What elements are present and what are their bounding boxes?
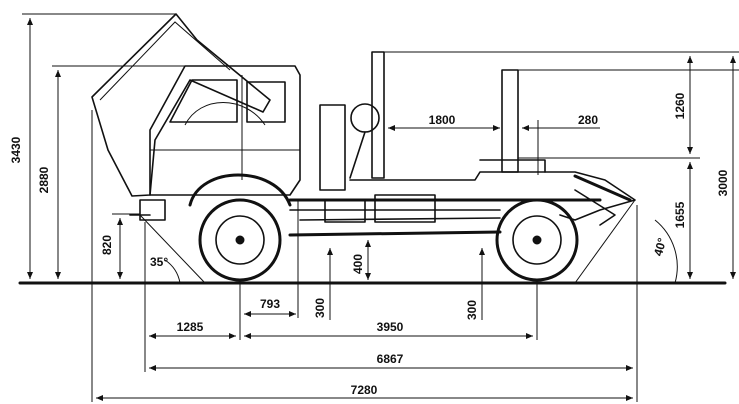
dim-total-height-rear: 3000: [716, 169, 730, 196]
dim-frame-clearance: 400: [351, 254, 365, 274]
spare-reel: [350, 103, 380, 133]
dim-ground-clearance-front: 300: [313, 298, 327, 318]
dim-departure-angle: 40°: [651, 236, 669, 257]
dim-overall-length: 7280: [351, 383, 378, 397]
dim-overall-height: 3430: [9, 136, 23, 163]
dim-stanchion-height: 1260: [673, 92, 687, 119]
rear-platform: [349, 171, 636, 221]
dim-stanchion-spacing: 280: [578, 113, 598, 127]
cab-window-side: [246, 81, 286, 123]
dim-frame-height-rear: 1655: [673, 201, 687, 228]
cab: [149, 65, 301, 196]
tilted-cab-outline: [91, 13, 271, 197]
front-bumper: [139, 199, 166, 221]
dim-front-overhang-height: 820: [100, 235, 114, 255]
dim-ground-clearance-rear: 300: [465, 300, 479, 320]
dim-front-axle-offset: 793: [260, 297, 280, 311]
rear-stanchion: [501, 69, 519, 173]
dim-stanchion-length: 1800: [429, 113, 456, 127]
front-fender: [188, 173, 292, 207]
cab-window-front: [169, 79, 238, 123]
rear-wheel: [495, 198, 579, 282]
dim-approach-angle: 35°: [150, 255, 168, 269]
fuel-tank: [324, 199, 366, 223]
front-wheel: [198, 198, 282, 282]
exhaust-pipe: [319, 104, 346, 191]
dim-cab-height: 2880: [37, 166, 51, 193]
dim-front-overhang: 1285: [177, 320, 204, 334]
dim-wheelbase: 3950: [377, 320, 404, 334]
dim-length-body: 6867: [377, 352, 404, 366]
